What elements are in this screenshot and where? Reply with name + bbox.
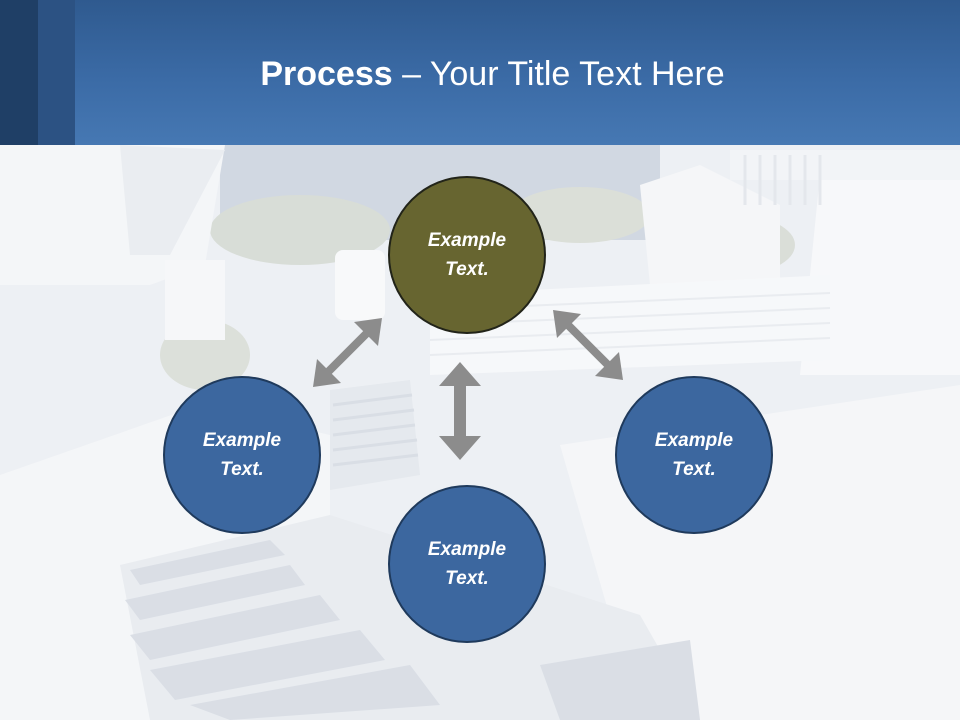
header-accent-mid xyxy=(38,0,75,145)
node-right-text: Example Text. xyxy=(654,430,734,480)
process-node-right: Example Text. xyxy=(615,376,773,534)
title-rest: – Your Title Text Here xyxy=(392,55,725,93)
title-bar: Process – Your Title Text Here xyxy=(0,0,960,145)
process-node-bottom: Example Text. xyxy=(388,485,546,643)
node-left-text: Example Text. xyxy=(202,430,282,480)
node-top-text: Example Text. xyxy=(427,230,507,280)
double-arrow-upper-left xyxy=(313,318,382,387)
double-arrow-upper-right xyxy=(553,310,623,380)
header-accent-dark xyxy=(0,0,38,145)
slide-title: Process – Your Title Text Here xyxy=(0,52,960,96)
process-node-top: Example Text. xyxy=(388,176,546,334)
process-node-left: Example Text. xyxy=(163,376,321,534)
double-arrow-vertical xyxy=(439,362,481,460)
node-bottom-text: Example Text. xyxy=(427,539,507,589)
title-bold: Process xyxy=(260,55,393,93)
